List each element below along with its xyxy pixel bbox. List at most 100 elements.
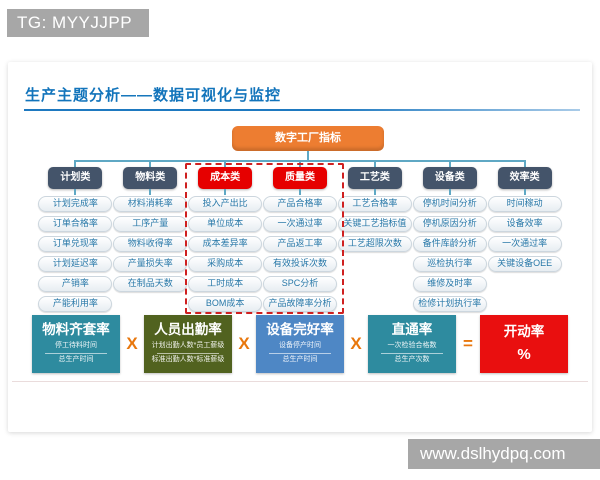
watermark-website: www.dslhydpq.com [408, 439, 600, 469]
kpi-pill: 产销率 [38, 276, 113, 292]
formula-box: 直通率 一次检验合格数 总生产次数 [368, 315, 456, 373]
category-box: 设备类 [422, 167, 477, 189]
category-column: 效率类 时间稼动 设备效率 一次通过率 关键设备OEE [487, 160, 562, 312]
kpi-pill: 时间稼动 [487, 196, 562, 212]
kpi-pill: 关键工艺指标值 [337, 216, 412, 232]
kpi-pill-list: 停机时间分析 停机原因分析 备件库龄分析 巡检执行率 维修及时率 检修计划执行率 [412, 196, 487, 312]
formula-title: 人员出勤率 [154, 321, 222, 337]
formula-title: 设备完好率 [266, 321, 334, 337]
connector-stub [299, 189, 301, 195]
kpi-pill: 停机时间分析 [412, 196, 487, 212]
formula-box: 物料齐套率 停工待料时间 总生产时间 [32, 315, 120, 373]
kpi-pill: 计划完成率 [38, 196, 113, 212]
root-node: 数字工厂指标 [232, 126, 384, 151]
formula-percent: % [517, 346, 531, 364]
multiply-symbol: X [238, 334, 250, 353]
watermark-tg-label: TG: MYYJJPP [7, 9, 149, 37]
connector-stub [299, 160, 301, 167]
category-box: 计划类 [48, 167, 103, 189]
category-box: 质量类 [273, 167, 327, 189]
kpi-pill: 产品返工率 [263, 236, 337, 252]
kpi-pill: 订单合格率 [38, 216, 113, 232]
connector-stub [74, 189, 77, 195]
formula-fraction: 计划出勤人数*员工薪级 标准出勤人数*标准薪级 [144, 341, 232, 365]
title-underline [24, 109, 580, 111]
connector-stub [373, 160, 376, 167]
kpi-pill: 检修计划执行率 [412, 296, 487, 312]
kpi-pill: 采购成本 [188, 256, 263, 272]
equals-symbol: = [463, 334, 473, 353]
fraction-numerator: 设备停产时间 [279, 342, 321, 350]
kpi-pill: 材料消耗率 [113, 196, 188, 212]
slide-bottom-rule [12, 381, 588, 382]
multiply-symbol: X [350, 334, 362, 353]
fraction-numerator: 停工待料时间 [55, 342, 97, 350]
kpi-pill-list: 投入产出比 单位成本 成本差异率 采购成本 工时成本 BOM成本 [188, 196, 263, 312]
kpi-pill: 产量损失率 [113, 256, 188, 272]
kpi-pill: 工艺合格率 [337, 196, 412, 212]
category-column: 计划类 计划完成率 订单合格率 订单兑现率 计划延迟率 产销率 产能利用率 [38, 160, 113, 312]
kpi-pill-list: 工艺合格率 关键工艺指标值 工艺超限次数 [337, 196, 412, 252]
page-title: 生产主题分析——数据可视化与监控 [25, 87, 282, 104]
formula-box: 人员出勤率 计划出勤人数*员工薪级 标准出勤人数*标准薪级 [144, 315, 232, 373]
kpi-pill: 单位成本 [188, 216, 263, 232]
fraction-divider [45, 352, 107, 354]
fraction-denominator: 总生产时间 [282, 355, 318, 363]
kpi-pill: 一次通过率 [487, 236, 562, 252]
kpi-pill: 产能利用率 [38, 296, 113, 312]
category-box: 工艺类 [347, 167, 402, 189]
category-box: 效率类 [497, 167, 552, 189]
formula-fraction: 设备停产时间 总生产时间 [256, 341, 344, 365]
kpi-pill: 停机原因分析 [412, 216, 487, 232]
fraction-divider [269, 352, 331, 354]
category-column: 质量类 产品合格率 一次通过率 产品返工率 有效投诉次数 SPC分析 产品故障率… [263, 160, 338, 312]
kpi-pill: 巡检执行率 [412, 256, 487, 272]
category-column: 物料类 材料消耗率 工序产量 物料收得率 产量损失率 在制品天数 [113, 160, 188, 312]
formula-box: 设备完好率 设备停产时间 总生产时间 [256, 315, 344, 373]
connector-stub [373, 189, 376, 195]
kpi-pill: SPC分析 [263, 276, 337, 292]
connector-stub [523, 160, 526, 167]
fraction-denominator: 总生产次数 [394, 355, 430, 363]
fraction-divider [381, 352, 443, 354]
kpi-pill: 产品故障率分析 [263, 296, 337, 312]
fraction-numerator: 计划出勤人数*员工薪级 [151, 342, 225, 350]
category-box: 成本类 [198, 167, 253, 189]
kpi-pill: 备件库龄分析 [412, 236, 487, 252]
kpi-pill: 维修及时率 [412, 276, 487, 292]
kpi-pill: 物料收得率 [113, 236, 188, 252]
kpi-pill: 工艺超限次数 [337, 236, 412, 252]
formula-box: 开动率 % [480, 315, 568, 373]
connector-stub [448, 189, 451, 195]
kpi-pill: 产品合格率 [263, 196, 337, 212]
connector-stub [448, 160, 451, 167]
kpi-pill: 有效投诉次数 [263, 256, 337, 272]
kpi-tree-diagram: 数字工厂指标 计划类 计划完成率 订单合格率 订单兑现率 计划延迟率 产销率 产… [38, 122, 562, 314]
category-column: 成本类 投入产出比 单位成本 成本差异率 采购成本 工时成本 BOM成本 [188, 160, 263, 312]
kpi-pill: 计划延迟率 [38, 256, 113, 272]
formula-fraction: 一次检验合格数 总生产次数 [368, 341, 456, 365]
category-columns: 计划类 计划完成率 订单合格率 订单兑现率 计划延迟率 产销率 产能利用率 物料… [38, 160, 562, 312]
kpi-pill: BOM成本 [188, 296, 263, 312]
formula-title: 物料齐套率 [42, 321, 110, 337]
kpi-pill: 关键设备OEE [487, 256, 562, 272]
slide-canvas: 生产主题分析——数据可视化与监控 数字工厂指标 计划类 计划完成率 订单合格率 … [8, 62, 592, 432]
connector-stub [523, 189, 526, 195]
fraction-denominator: 标准出勤人数*标准薪级 [151, 355, 225, 363]
kpi-pill: 投入产出比 [188, 196, 263, 212]
multiply-symbol: X [126, 334, 138, 353]
connector-root-stub [307, 151, 309, 160]
formula-fraction: 停工待料时间 总生产时间 [32, 341, 120, 365]
connector-stub [149, 189, 152, 195]
kpi-pill-list: 材料消耗率 工序产量 物料收得率 产量损失率 在制品天数 [113, 196, 188, 292]
connector-stub [149, 160, 152, 167]
kpi-pill: 工时成本 [188, 276, 263, 292]
kpi-pill: 一次通过率 [263, 216, 337, 232]
formula-title: 直通率 [391, 321, 433, 337]
formula-row: 物料齐套率 停工待料时间 总生产时间 X 人员出勤率 计划出勤人数*员工薪级 标… [18, 315, 582, 373]
category-column: 设备类 停机时间分析 停机原因分析 备件库龄分析 巡检执行率 维修及时率 检修计… [412, 160, 487, 312]
fraction-numerator: 一次检验合格数 [387, 342, 437, 350]
formula-title: 开动率 [503, 323, 545, 339]
fraction-divider [157, 352, 219, 354]
